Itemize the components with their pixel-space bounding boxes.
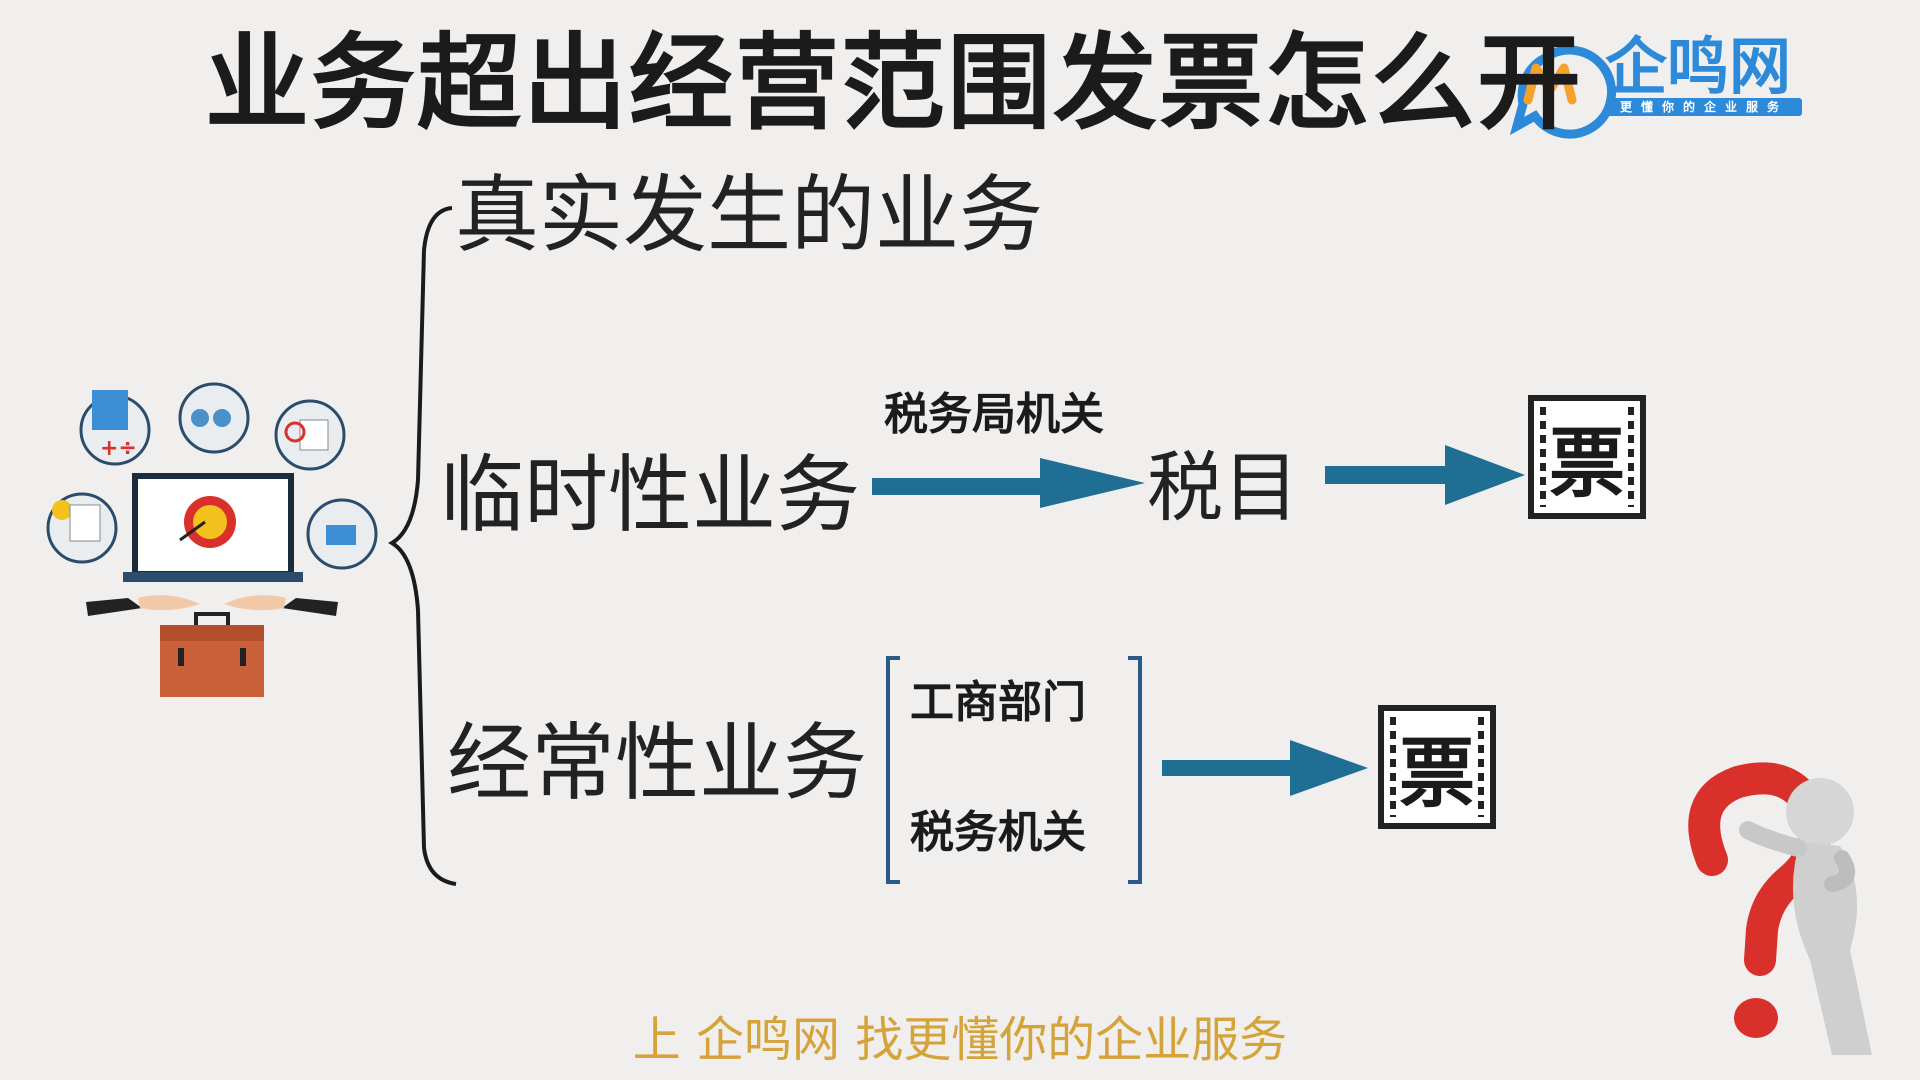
business-illustration: +÷: [46, 382, 378, 697]
dept-bracket-right: [1128, 656, 1142, 884]
dept-industry-commerce: 工商部门: [910, 677, 1086, 728]
tax-item-node: 税目: [1147, 443, 1299, 532]
branch-regular-business: 经常性业务: [447, 714, 868, 812]
invoice-ticket-regular: 票: [1378, 705, 1496, 829]
invoice-ticket-temporary: 票: [1528, 395, 1646, 519]
arrow-temporary-1: [872, 458, 1145, 508]
qiming-logo-icon: [1509, 45, 1617, 139]
dept-tax-authority: 税务机关: [910, 807, 1086, 858]
svg-text:+÷: +÷: [100, 436, 137, 461]
logo-name: 企鸣网: [1605, 30, 1792, 103]
subtitle-caption: 上 企鸣网 找更懂你的企业服务: [632, 1012, 1288, 1068]
branch-temporary-business: 临时性业务: [440, 446, 861, 544]
question-mark-figure: [1688, 762, 1872, 1055]
arrow-regular: [1162, 740, 1368, 796]
curly-brace: [388, 206, 457, 886]
page-title: 业务超出经营范围发票怎么开: [205, 22, 1584, 144]
logo-slogan: 更懂你的企业服务: [1606, 98, 1802, 116]
dept-bracket-left: [886, 656, 900, 884]
arrow-label-tax-bureau: 税务局机关: [884, 389, 1104, 440]
arrow-temporary-2: [1325, 445, 1525, 505]
branch-real-business: 真实发生的业务: [455, 166, 1044, 264]
